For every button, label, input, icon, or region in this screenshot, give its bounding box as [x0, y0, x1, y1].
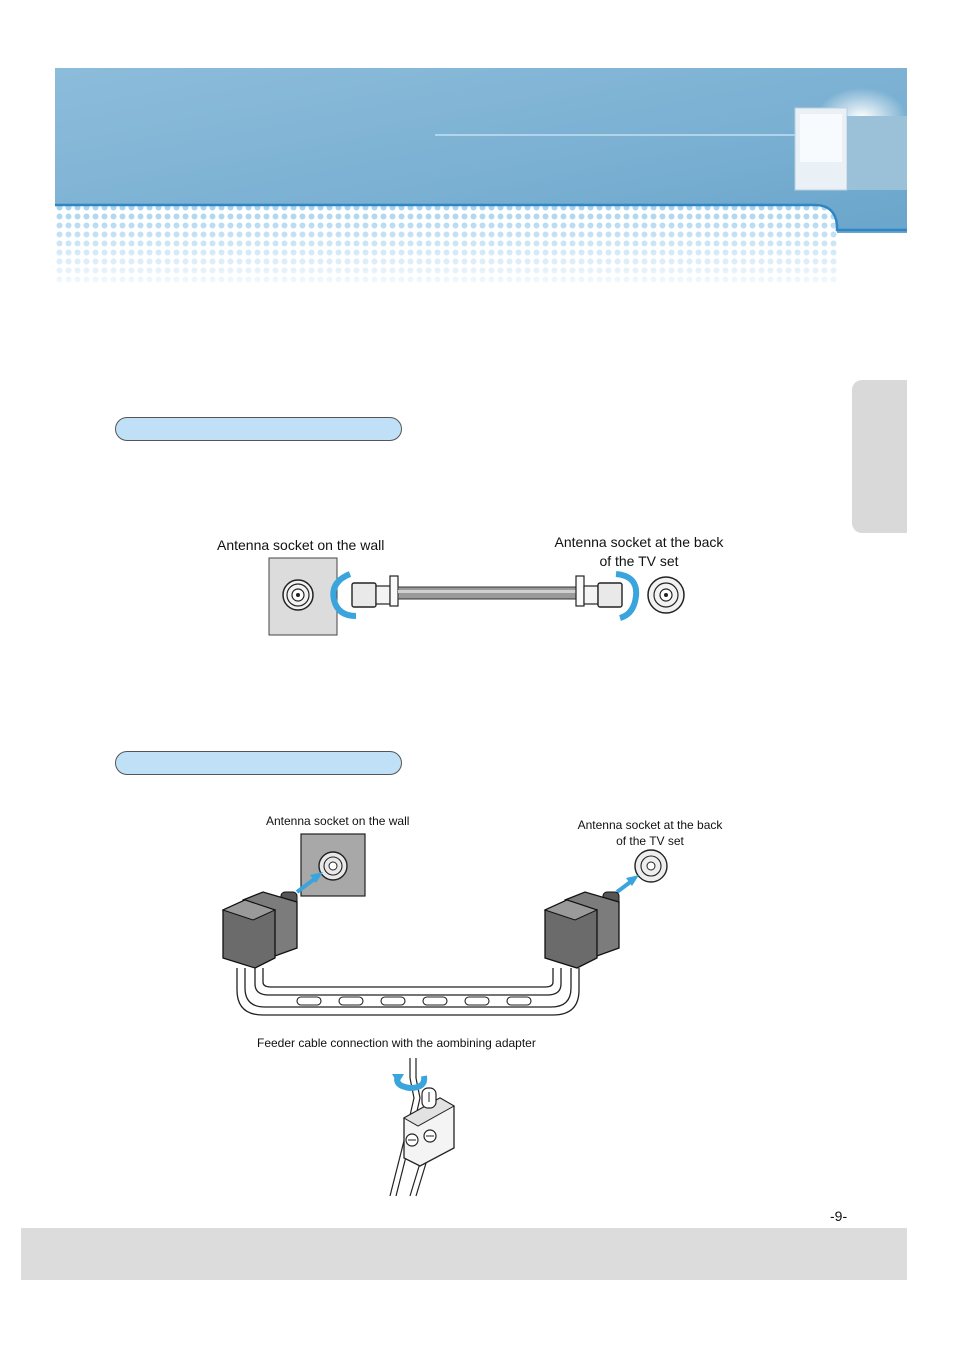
feeder-cable-slots: [296, 996, 532, 1006]
section1-tv-label: Antenna socket at the back of the TV set: [534, 533, 744, 571]
section2-tv-label-line1: Antenna socket at the back: [577, 818, 723, 832]
left-adapter-icon: [221, 891, 298, 969]
feeder-cable-icon: [236, 968, 580, 1016]
combining-adapter-graphic: [389, 1058, 456, 1197]
coax-cable-diagram: [268, 557, 685, 636]
side-tab: [852, 380, 907, 533]
section2-diagram: [215, 830, 685, 1020]
tv-icon: [794, 107, 907, 191]
combining-adapter-illustration: [380, 1058, 470, 1200]
adapter-connection-diagram: [221, 833, 668, 1016]
section1-diagram: [260, 556, 700, 646]
header-banner: [55, 68, 907, 283]
combining-adapter-icon: [402, 1087, 456, 1167]
footer-bar: [21, 1228, 907, 1280]
wall-socket-icon: [282, 579, 314, 611]
feeder-caption: Feeder cable connection with the aombini…: [257, 1036, 536, 1050]
section1-tv-label-line2: of the TV set: [599, 553, 679, 569]
section2-tv-label: Antenna socket at the back of the TV set: [558, 817, 742, 849]
section1-tv-label-line1: Antenna socket at the back: [554, 534, 724, 550]
section2-heading-pill: [115, 751, 402, 775]
section1-heading-pill: [115, 417, 402, 441]
wall-socket-icon-2: [318, 851, 348, 881]
left-plug-icon: [351, 575, 399, 608]
right-adapter-icon: [543, 891, 620, 969]
section2-wall-label: Antenna socket on the wall: [266, 814, 410, 828]
page-number: -9-: [830, 1208, 848, 1224]
section1-wall-label: Antenna socket on the wall: [217, 537, 385, 553]
right-plug-icon: [575, 575, 623, 608]
banner-graphic: [55, 68, 907, 283]
tv-socket-icon-2: [634, 849, 668, 883]
tv-socket-icon: [647, 576, 685, 614]
section2-tv-label-line2: of the TV set: [616, 834, 684, 848]
